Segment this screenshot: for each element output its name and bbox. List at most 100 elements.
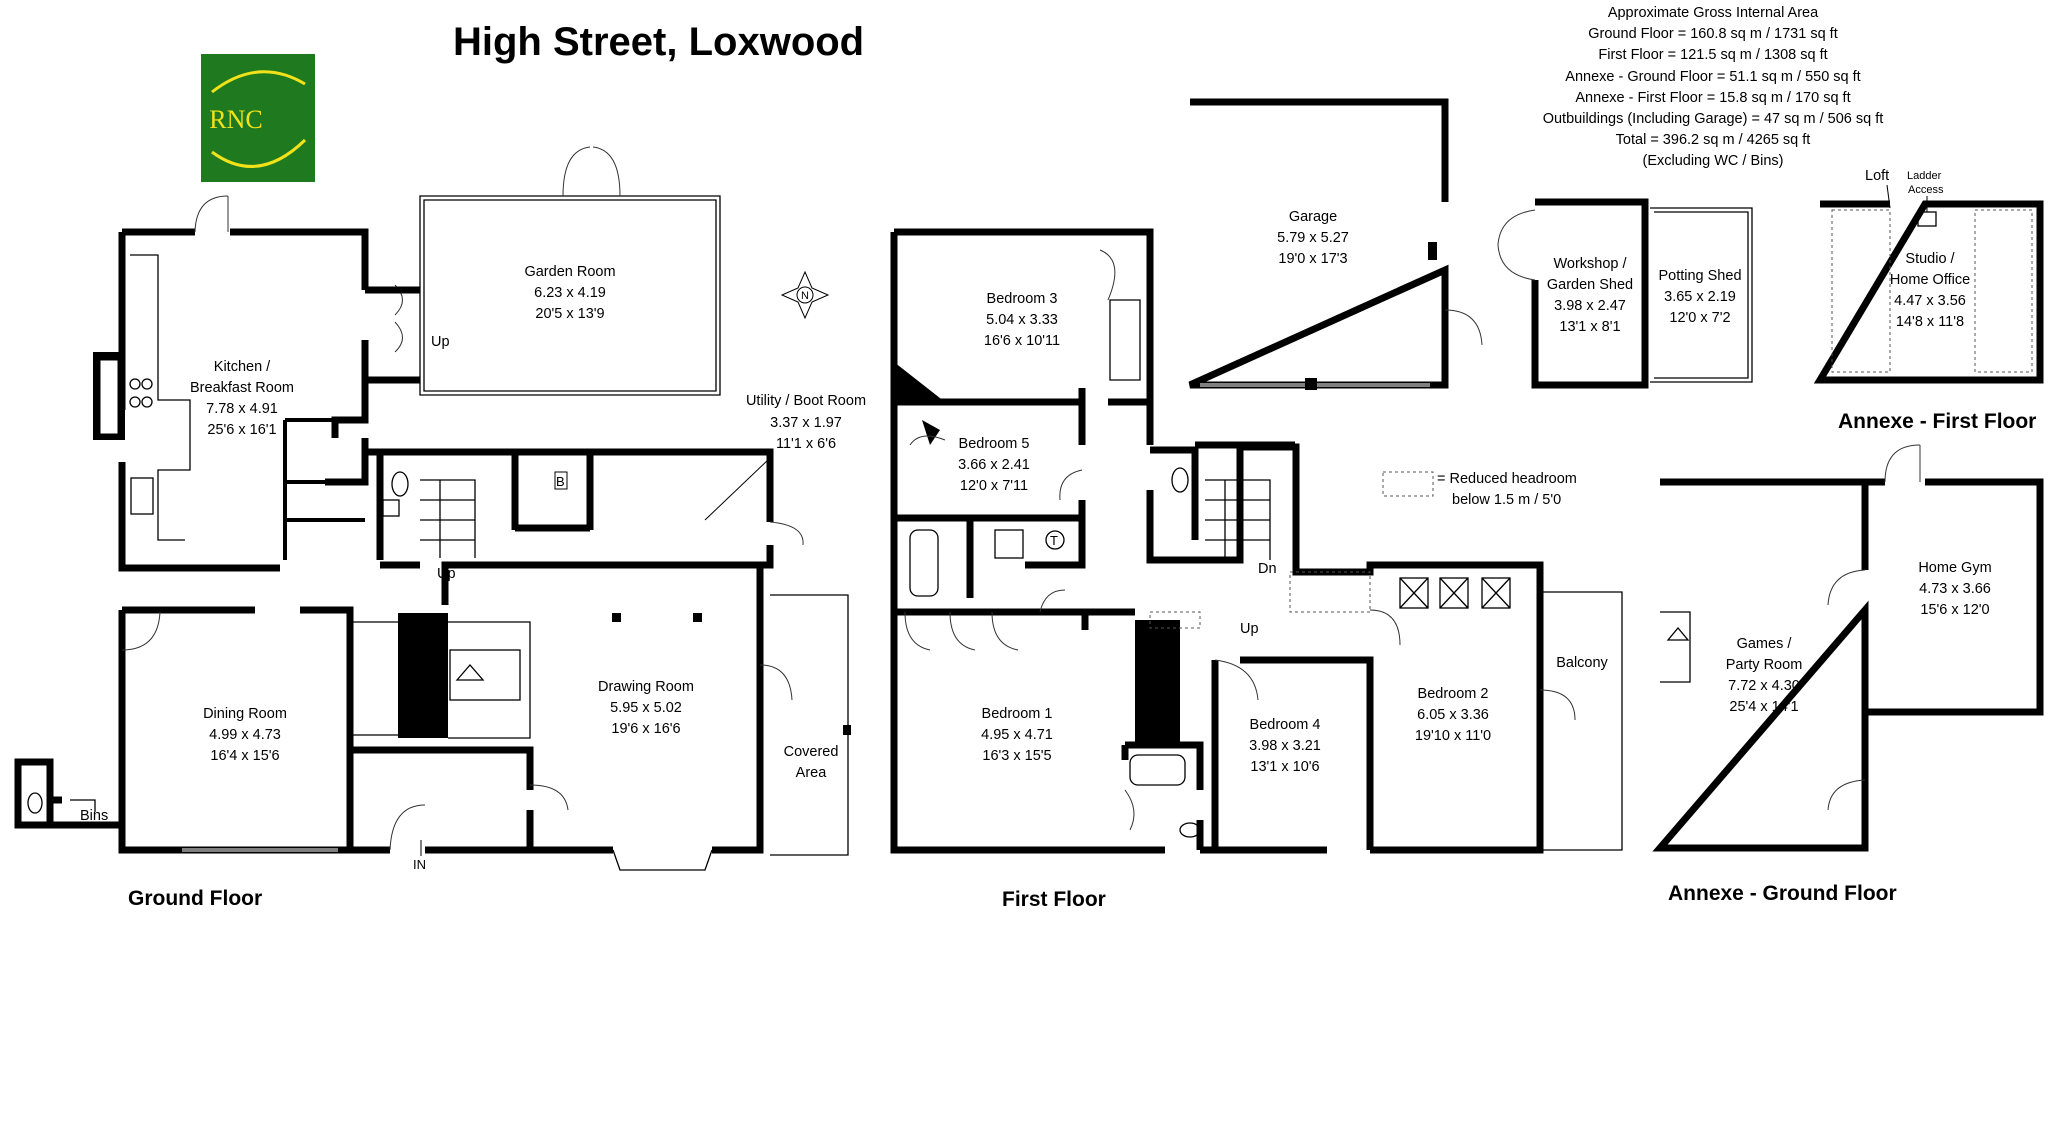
balcony-outline xyxy=(1540,591,1623,851)
room-dims-bedroom1: 4.95 x 4.71 xyxy=(981,727,1053,743)
room-dims-workshop: 3.98 x 2.47 xyxy=(1554,298,1626,314)
ground-floor-labels: Kitchen / Breakfast Room 7.78 x 4.91 25'… xyxy=(128,264,866,910)
room-dims-kitchen: 7.78 x 4.91 xyxy=(206,401,278,417)
room-dims-bedroom4: 3.98 x 3.21 xyxy=(1249,738,1321,754)
room-dims-studio: 4.47 x 3.56 xyxy=(1894,293,1966,309)
compass-icon: N xyxy=(780,270,830,320)
gym-walls xyxy=(1865,478,2044,716)
stair-up-label: Up xyxy=(1240,621,1259,637)
room-dims-bedroom3: 5.04 x 3.33 xyxy=(986,312,1058,328)
logo-text: RNC xyxy=(209,105,262,134)
area-line: Annexe - Ground Floor = 51.1 sq m / 550 … xyxy=(1565,69,1860,85)
toilet-icon xyxy=(391,471,409,497)
area-line: (Excluding WC / Bins) xyxy=(1642,153,1783,169)
room-label-bedroom5: Bedroom 5 xyxy=(959,436,1030,452)
room-label-games: Party Room xyxy=(1726,657,1803,673)
room-dims-potting-shed: 3.65 x 2.19 xyxy=(1664,289,1736,305)
room-dims-garage: 19'0 x 17'3 xyxy=(1278,251,1347,267)
room-dims-drawing: 5.95 x 5.02 xyxy=(610,700,682,716)
workshop-walls xyxy=(1531,198,1649,389)
annexe-ground-floor-labels: Games / Party Room 7.72 x 4.30 25'4 x 14… xyxy=(1668,560,1992,905)
floor-label-annexe-first: Annexe - First Floor xyxy=(1838,410,2036,433)
floor-label-ground: Ground Floor xyxy=(128,887,262,910)
bath-icon xyxy=(1129,754,1186,786)
reduced-headroom-legend: below 1.5 m / 5'0 xyxy=(1452,492,1561,508)
ladder-label: Access xyxy=(1908,184,1944,196)
area-line: Total = 396.2 sq m / 4265 sq ft xyxy=(1616,132,1811,148)
drawing-room-walls xyxy=(520,561,764,854)
room-dims-drawing: 19'6 x 16'6 xyxy=(611,721,680,737)
room-dims-bedroom2: 19'10 x 11'0 xyxy=(1415,728,1491,744)
covered-area-outline xyxy=(770,594,849,856)
logo-background xyxy=(201,54,315,182)
compass-north-label: N xyxy=(801,290,809,302)
bay-window xyxy=(612,849,713,871)
room-dims-bedroom3: 16'6 x 10'11 xyxy=(984,333,1060,349)
room-dims-garden-room: 20'5 x 13'9 xyxy=(535,306,604,322)
floor-label-annexe-ground: Annexe - Ground Floor xyxy=(1668,882,1897,905)
room-dims-bedroom5: 12'0 x 7'11 xyxy=(960,478,1028,494)
outbuildings-labels: Garage 5.79 x 5.27 19'0 x 17'3 Workshop … xyxy=(1277,209,2036,433)
ladder-label: Ladder xyxy=(1907,170,1942,182)
room-dims-garage: 5.79 x 5.27 xyxy=(1277,230,1349,246)
chimney-stack xyxy=(1135,620,1180,745)
stair-up-label: Up xyxy=(431,334,450,350)
reduced-headroom-legend-swatch xyxy=(1382,471,1434,497)
ground-floor-plan: Up B Up IN xyxy=(14,146,851,872)
stair-down-label: Dn xyxy=(1258,561,1277,577)
room-label-garden-room: Garden Room xyxy=(524,264,615,280)
room-label-bedroom4: Bedroom 4 xyxy=(1250,717,1321,733)
room-dims-games: 25'4 x 14'1 xyxy=(1729,699,1798,715)
annexe-ground-floor-plan xyxy=(1652,444,2044,852)
central-chimney xyxy=(398,613,448,738)
room-dims-dining: 4.99 x 4.73 xyxy=(209,727,281,743)
area-line: Annexe - First Floor = 15.8 sq m / 170 s… xyxy=(1575,90,1850,106)
room-dims-bedroom2: 6.05 x 3.36 xyxy=(1417,707,1489,723)
area-line: First Floor = 121.5 sq m / 1308 sq ft xyxy=(1598,47,1827,63)
logo: RNC xyxy=(201,54,315,182)
area-summary: Approximate Gross Internal Area Ground F… xyxy=(1543,5,1884,169)
boiler-marker xyxy=(554,471,568,490)
stair-up-label: Up xyxy=(437,566,456,582)
toilet-icon xyxy=(27,792,43,814)
room-label-drawing: Drawing Room xyxy=(598,679,694,695)
boiler-label: B xyxy=(556,474,565,489)
staircase xyxy=(420,479,476,558)
room-dims-dining: 16'4 x 15'6 xyxy=(210,748,279,764)
room-label-covered: Covered xyxy=(784,744,839,760)
room-label-garage: Garage xyxy=(1289,209,1337,225)
bath-icon xyxy=(909,529,939,597)
first-floor-plan: T Dn Up xyxy=(890,228,1623,854)
toilet-icon xyxy=(1171,467,1189,493)
loft-label: Loft xyxy=(1865,168,1889,184)
reduced-headroom-legend: = Reduced headroom xyxy=(1437,471,1577,487)
shower-icon xyxy=(994,529,1024,559)
room-dims-studio: 14'8 x 11'8 xyxy=(1896,314,1964,330)
room-dims-gym: 15'6 x 12'0 xyxy=(1920,602,1989,618)
area-line: Outbuildings (Including Garage) = 47 sq … xyxy=(1543,111,1884,127)
room-label-workshop: Workshop / xyxy=(1553,256,1627,272)
room-label-utility: Utility / Boot Room xyxy=(746,393,866,409)
room-label-bedroom2: Bedroom 2 xyxy=(1418,686,1489,702)
room-label-studio: Studio / xyxy=(1905,251,1955,267)
room-dims-garden-room: 6.23 x 4.19 xyxy=(534,285,606,301)
staircase xyxy=(1205,479,1271,560)
room-label-bedroom3: Bedroom 3 xyxy=(987,291,1058,307)
first-floor-labels: Bedroom 3 5.04 x 3.33 16'6 x 10'11 Bedro… xyxy=(958,291,1608,911)
outbuildings-plan: Loft Ladder Access = Reduced headroom be… xyxy=(1188,98,2044,508)
room-label-bedroom1: Bedroom 1 xyxy=(982,706,1053,722)
page-title: High Street, Loxwood xyxy=(453,20,864,64)
room-label-dining: Dining Room xyxy=(203,706,287,722)
room-label-potting-shed: Potting Shed xyxy=(1658,268,1741,284)
room-dims-utility: 11'1 x 6'6 xyxy=(776,436,836,452)
room-label-covered: Area xyxy=(796,765,828,781)
room-label-kitchen: Kitchen / xyxy=(214,359,271,375)
area-heading: Approximate Gross Internal Area xyxy=(1608,5,1819,21)
tank-marker xyxy=(1045,530,1065,550)
room-dims-utility: 3.37 x 1.97 xyxy=(770,415,842,431)
room-dims-bedroom1: 16'3 x 15'5 xyxy=(982,748,1051,764)
entrance-label: IN xyxy=(413,857,426,872)
room-label-gym: Home Gym xyxy=(1918,560,1991,576)
room-dims-kitchen: 25'6 x 16'1 xyxy=(207,422,276,438)
